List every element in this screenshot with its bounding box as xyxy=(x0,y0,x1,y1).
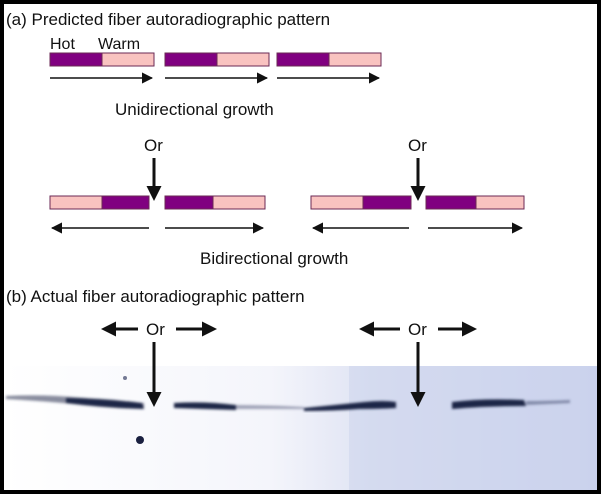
bidirectional-fiber-right-b xyxy=(425,195,525,234)
streak-center-left xyxy=(174,402,236,410)
unidirectional-fiber-1 xyxy=(49,52,155,84)
bidirectional-caption: Bidirectional growth xyxy=(200,249,348,268)
warm-segment xyxy=(310,195,364,210)
hot-segment xyxy=(362,195,412,210)
warm-segment xyxy=(212,195,266,210)
warm-label: Warm xyxy=(98,36,140,53)
film-speck xyxy=(123,376,127,380)
autoradiography-diagram: (a) Predicted fiber autoradiographic pat… xyxy=(4,10,597,490)
figure-panel: (a) Predicted fiber autoradiographic pat… xyxy=(4,4,597,490)
hot-segment xyxy=(164,52,218,67)
section-b-title: (b) Actual fiber autoradiographic patter… xyxy=(6,287,305,306)
hot-segment xyxy=(49,52,103,67)
unidirectional-fiber-3 xyxy=(276,52,382,84)
warm-segment xyxy=(101,52,155,67)
hot-segment xyxy=(101,195,150,210)
origin-label-b-right: Or xyxy=(408,320,427,339)
section-a-title: (a) Predicted fiber autoradiographic pat… xyxy=(6,10,330,29)
streak-right-tail xyxy=(526,400,570,405)
origin-label-a-left: Or xyxy=(144,136,163,155)
origin-label-b-left: Or xyxy=(146,320,165,339)
origin-label-a-right: Or xyxy=(408,136,427,155)
hot-segment xyxy=(276,52,330,67)
unidirectional-fiber-2 xyxy=(164,52,270,84)
hot-segment xyxy=(164,195,214,210)
film-tint xyxy=(349,366,597,490)
streak-left-hot xyxy=(66,398,144,409)
warm-segment xyxy=(328,52,382,67)
film-speck xyxy=(136,436,144,444)
bidirectional-fiber-left-b xyxy=(164,195,266,234)
streak-right-hot xyxy=(452,399,526,409)
autoradiograph-streaks xyxy=(6,395,570,411)
film-background xyxy=(4,366,597,490)
bidirectional-fiber-right-a xyxy=(310,195,412,234)
warm-segment xyxy=(216,52,270,67)
streak-center-right xyxy=(304,401,396,411)
warm-segment xyxy=(475,195,525,210)
bidirectional-fiber-left-a xyxy=(49,195,150,234)
streak-center-tail xyxy=(236,405,304,409)
hot-label: Hot xyxy=(50,36,75,53)
hot-segment xyxy=(425,195,477,210)
warm-segment xyxy=(49,195,103,210)
unidirectional-caption: Unidirectional growth xyxy=(115,100,274,119)
